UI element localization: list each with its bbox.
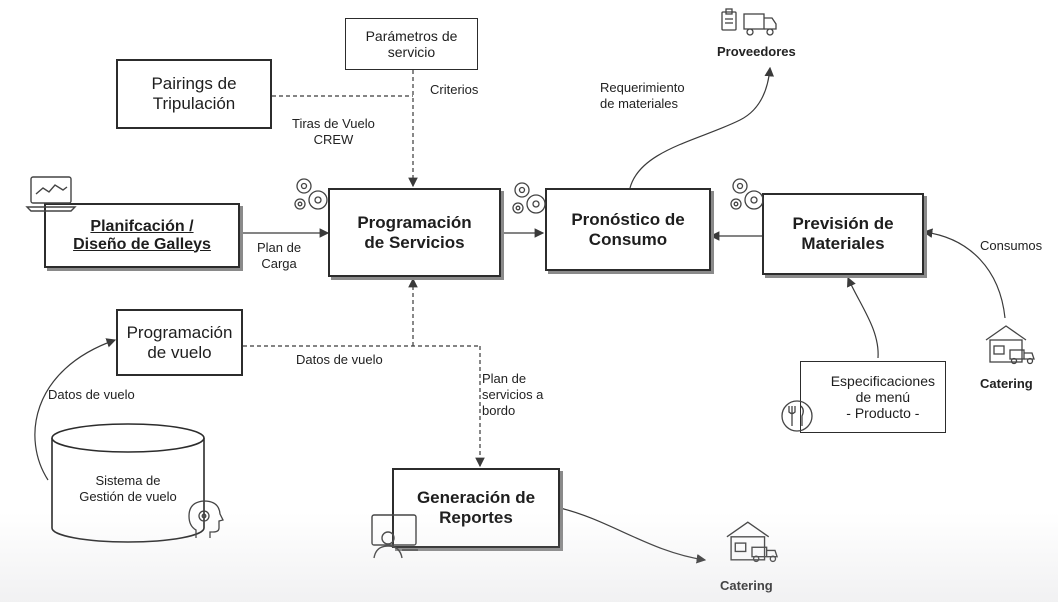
gears-icon	[512, 182, 546, 214]
head-gear-icon	[188, 500, 224, 538]
consumos-label: Consumos	[980, 238, 1043, 253]
catering-right-label: Catering	[980, 376, 1033, 391]
planificacion-galleys-box: Planifcación / Diseño de Galleys	[44, 203, 240, 268]
catering-warehouse-icon	[985, 325, 1035, 365]
pronostico-consumo-box: Pronóstico de Consumo	[545, 188, 711, 271]
reportes-to-catering-connector	[559, 507, 707, 564]
datos-vuelo-mid-label: Datos de vuelo	[296, 352, 383, 367]
laptop-chart-icon	[25, 176, 77, 212]
planificacion-galleys-label: Planifcación / Diseño de Galleys	[73, 217, 211, 253]
parametros-servicio-box: Parámetros de servicio	[345, 18, 478, 70]
proveedores-label: Proveedores	[717, 44, 796, 59]
programacion-vuelo-box: Programación de vuelo	[116, 309, 243, 376]
prevision-materiales-box: Previsión de Materiales	[762, 193, 924, 275]
especificaciones-connector	[847, 276, 879, 359]
catering-bottom-label: Catering	[720, 578, 773, 593]
generacion-reportes-label: Generación de Reportes	[416, 488, 536, 527]
prevision-materiales-label: Previsión de Materiales	[792, 214, 894, 253]
parametros-servicio-label: Parámetros de servicio	[365, 28, 458, 60]
programacion-servicios-label: Programación de Servicios	[357, 212, 472, 252]
tiras-vuelo-label: Tiras de Vuelo CREW	[292, 116, 375, 147]
consumos-connector	[922, 228, 1006, 319]
requerimiento-connector	[629, 66, 775, 189]
plan-carga-label: Plan de Carga	[257, 240, 302, 271]
especificaciones-menu-box: Especificaciones de menú - Producto -	[800, 361, 946, 433]
gears-icon	[730, 178, 764, 210]
supplier-truck-icon	[721, 8, 777, 36]
generacion-reportes-box: Generación de Reportes	[392, 468, 560, 548]
pairings-tripulacion-box: Pairings de Tripulación	[116, 59, 272, 129]
plan-servicios-label: Plan de servicios a bordo	[482, 371, 544, 418]
especificaciones-menu-label: Especificaciones de menú - Producto -	[830, 373, 935, 421]
programacion-servicios-box: Programación de Servicios	[328, 188, 501, 277]
sistema-gestion-label: Sistema de Gestión de vuelo	[79, 473, 177, 504]
person-computer-icon	[371, 514, 418, 559]
sistema-to-vuelo-connector	[34, 338, 117, 481]
requerimiento-label: Requerimiento de materiales	[600, 80, 685, 111]
criterios-label: Criterios	[430, 82, 479, 97]
programacion-vuelo-label: Programación de vuelo	[126, 322, 233, 362]
pairings-tripulacion-label: Pairings de Tripulación	[151, 74, 237, 113]
pronostico-consumo-label: Pronóstico de Consumo	[571, 209, 685, 249]
database-cylinder	[51, 423, 205, 543]
menu-cutlery-icon	[781, 400, 813, 432]
catering-warehouse-icon	[726, 521, 779, 563]
datos-vuelo-left-label: Datos de vuelo	[48, 387, 135, 402]
gears-icon	[294, 178, 328, 210]
